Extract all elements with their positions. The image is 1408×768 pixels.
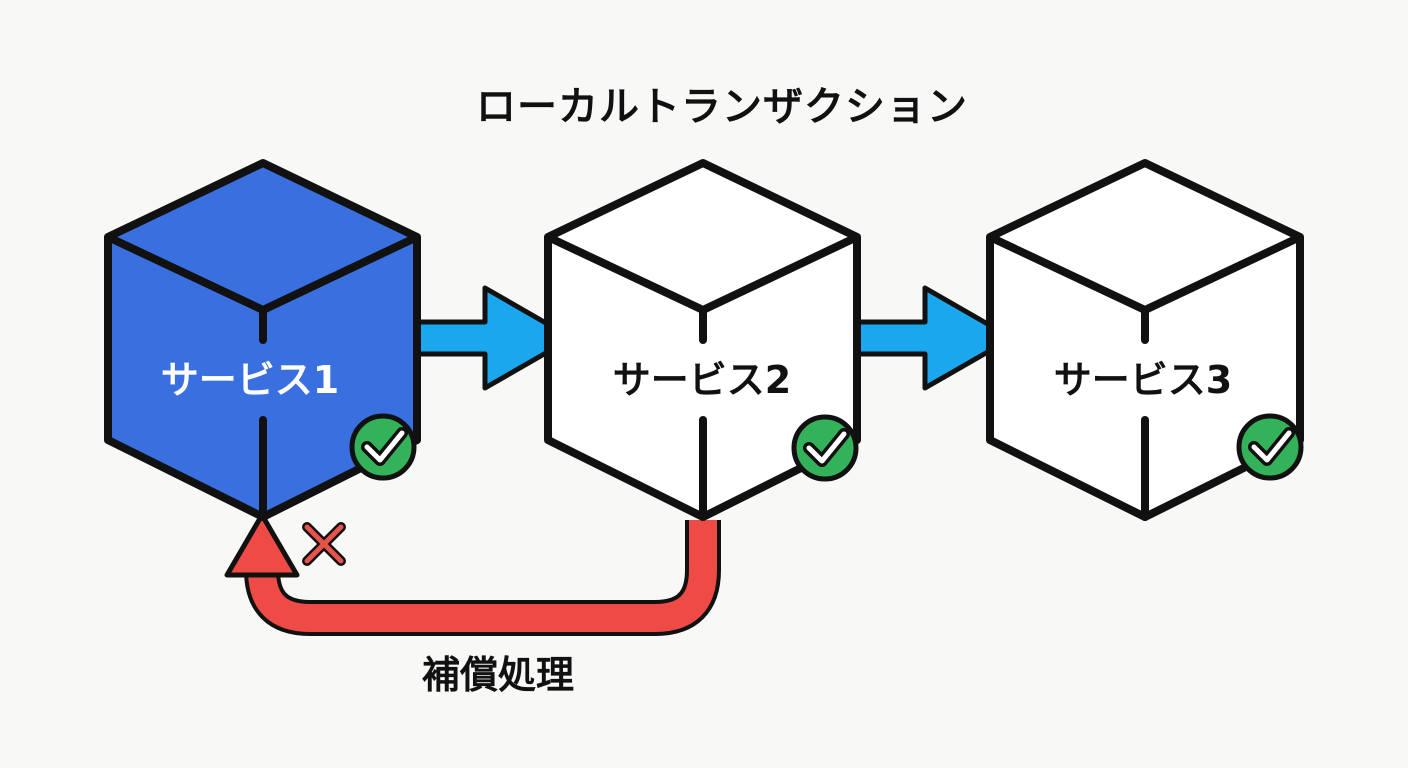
diagram-title: ローカルトランザクション [476, 84, 968, 130]
check-circle-icon [1236, 413, 1304, 481]
service-cube-2: サービス2 [544, 159, 861, 521]
x-mark-icon [302, 522, 346, 566]
compensation-arrow [224, 512, 721, 636]
service-label-1: サービス1 [161, 358, 339, 402]
service-cube-1: サービス1 [104, 159, 421, 521]
check-circle-icon [349, 413, 417, 481]
service-cube-3: サービス3 [986, 159, 1304, 521]
check-circle-icon [791, 414, 859, 482]
service-label-3: サービス3 [1054, 358, 1232, 402]
service-label-2: サービス2 [613, 358, 791, 402]
compensation-label: 補償処理 [422, 653, 574, 697]
